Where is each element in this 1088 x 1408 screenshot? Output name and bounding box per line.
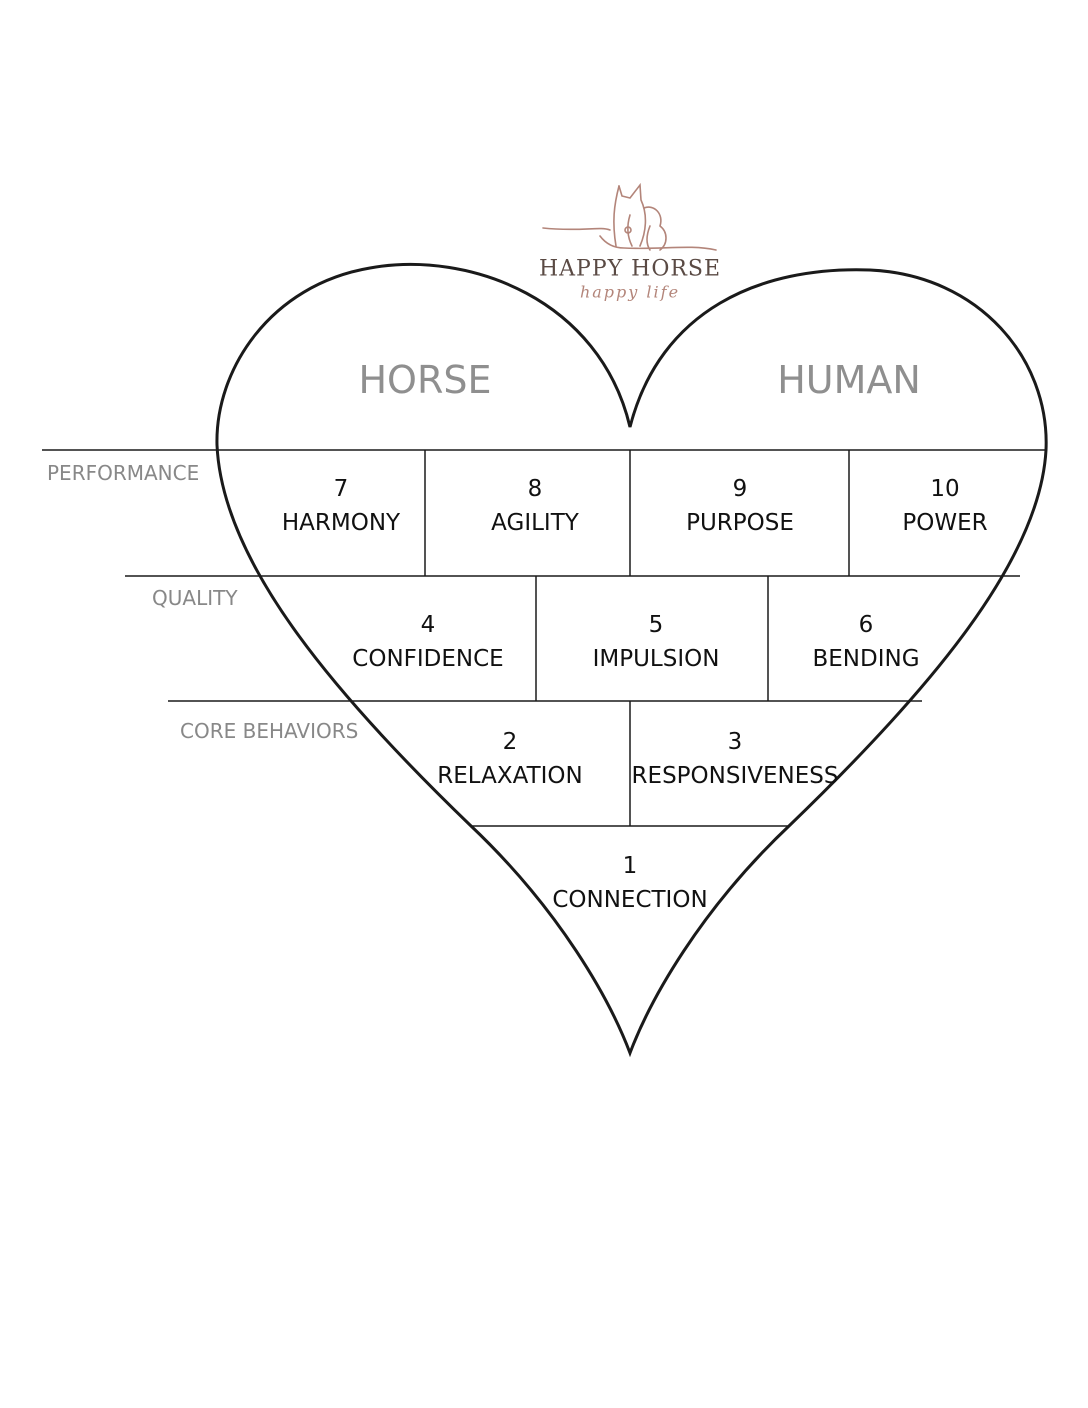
cell-number: 1 — [622, 853, 638, 879]
cell-number: 7 — [333, 476, 349, 502]
horse-header: HORSE — [358, 358, 492, 402]
cell-label: CONNECTION — [552, 887, 708, 913]
cell-number: 4 — [420, 612, 436, 638]
cell-number: 3 — [727, 729, 743, 755]
logo-horse-icon — [542, 182, 717, 251]
cell-label: POWER — [902, 510, 988, 536]
cell-number: 10 — [930, 476, 960, 502]
cell-number: 6 — [858, 612, 874, 638]
cell-label: PURPOSE — [686, 510, 794, 536]
cell-label: RESPONSIVENESS — [631, 763, 839, 789]
cell-label: CONFIDENCE — [352, 646, 504, 672]
cell-label: IMPULSION — [592, 646, 720, 672]
cell-label: HARMONY — [281, 510, 401, 536]
cell-label: BENDING — [812, 646, 920, 672]
logo-tagline-text: happy life — [579, 282, 681, 302]
cell-number: 8 — [527, 476, 543, 502]
cell-number: 5 — [648, 612, 664, 638]
cell-number: 2 — [502, 729, 518, 755]
performance-label: PERFORMANCE — [47, 461, 200, 485]
human-header: HUMAN — [777, 358, 921, 402]
cell-label: RELAXATION — [437, 763, 583, 789]
cell-number: 9 — [732, 476, 748, 502]
core-behaviors-label: CORE BEHAVIORS — [180, 719, 359, 743]
cell-label: AGILITY — [491, 510, 579, 536]
logo-brand-text: HAPPY HORSE — [538, 256, 722, 282]
quality-label: QUALITY — [152, 586, 238, 610]
heart-outline — [215, 263, 1048, 1058]
